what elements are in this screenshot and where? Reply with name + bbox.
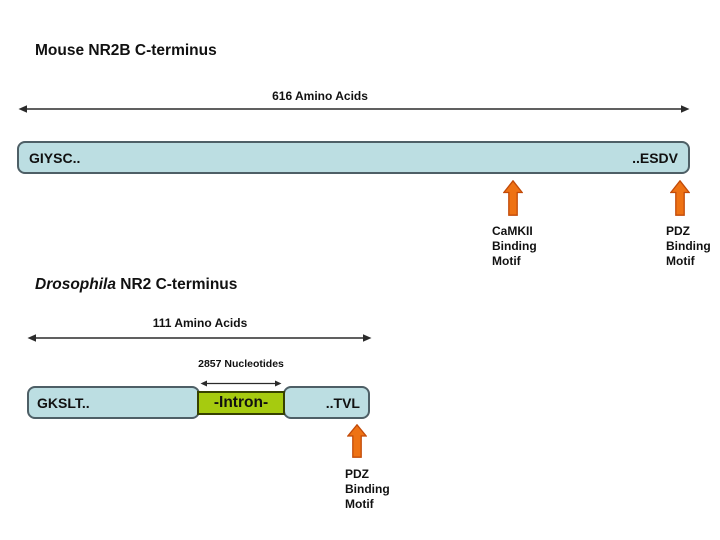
drosophila-length-label: 111 Amino Acids (152, 316, 248, 330)
drosophila-title-italic-part: Drosophila (35, 276, 116, 293)
drosophila-bar-left-sequence: GKSLT.. (37, 394, 90, 411)
drosophila-bar-right-segment: ..TVL (283, 386, 370, 419)
drosophila-pdz-up-arrow-icon (347, 424, 367, 458)
drosophila-measure-arrow-icon (27, 334, 372, 342)
nucleotides-label: 2857 Nucleotides (198, 358, 284, 370)
intron-segment: -Intron- (197, 391, 285, 415)
mouse-bar-right-sequence: ..ESDV (632, 149, 678, 166)
drosophila-bar-left-segment: GKSLT.. (27, 386, 200, 419)
mouse-bar-left-sequence: GIYSC.. (29, 149, 81, 166)
camkii-motif-label: CaMKII Binding Motif (492, 224, 537, 268)
drosophila-title-rest-part: NR2 C-terminus (115, 276, 238, 293)
pdz-up-arrow-icon (670, 180, 690, 216)
mouse-measure-arrow-icon (18, 105, 690, 113)
mouse-sequence-bar: GIYSC.. ..ESDV (17, 141, 690, 174)
drosophila-pdz-motif-label: PDZ Binding Motif (345, 467, 390, 511)
intron-measure-arrow-icon (200, 380, 282, 387)
drosophila-bar-right-sequence: ..TVL (325, 394, 360, 411)
camkii-up-arrow-icon (503, 180, 523, 216)
drosophila-section-title: Drosophila NR2 C-terminus (35, 277, 237, 293)
mouse-section-title: Mouse NR2B C-terminus (35, 42, 217, 59)
pdz-motif-label: PDZ Binding Motif (666, 224, 711, 268)
mouse-length-label: 616 Amino Acids (272, 89, 368, 103)
intron-label: -Intron- (213, 394, 269, 411)
